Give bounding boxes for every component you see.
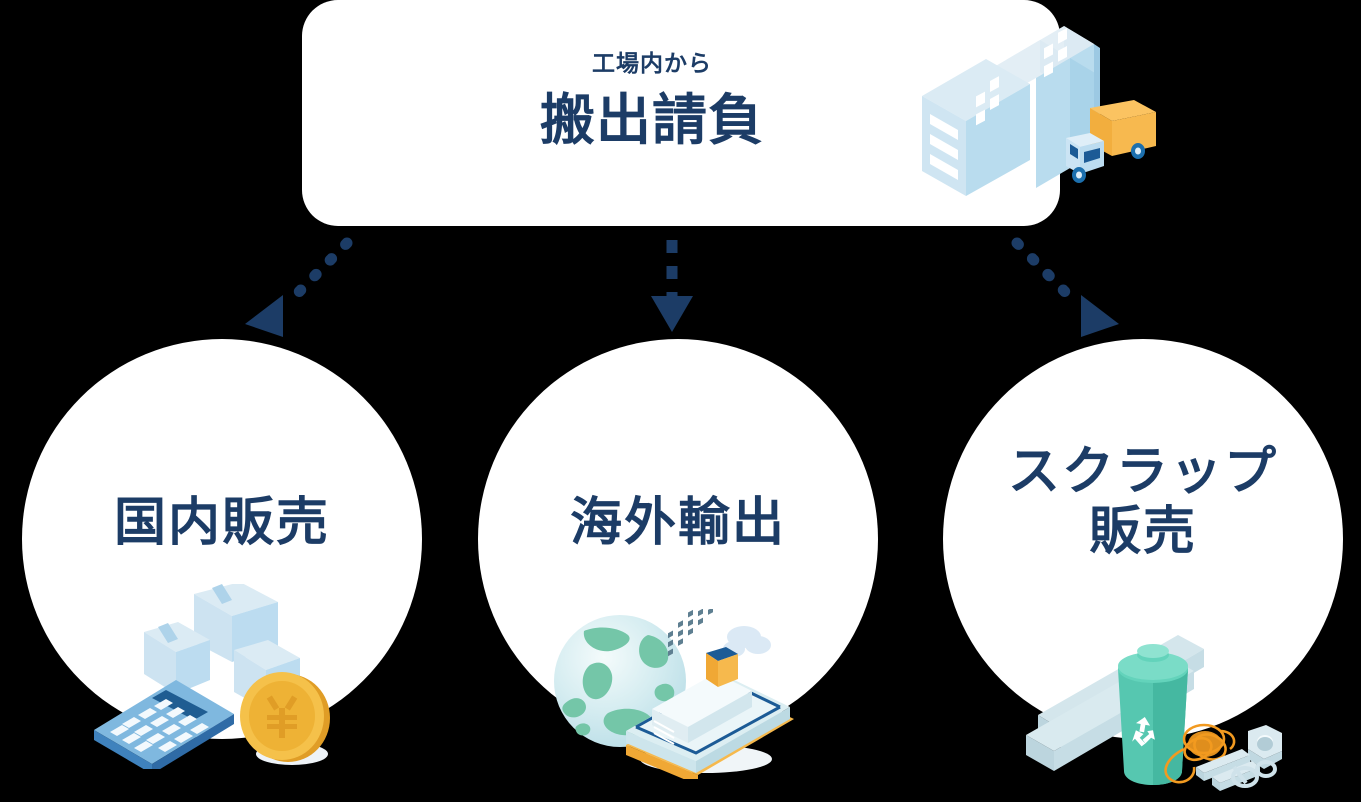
branch-label-domestic: 国内販売 <box>22 494 422 554</box>
truck-icon <box>1066 100 1156 183</box>
factory-truck-icon <box>922 26 1156 196</box>
top-card: 工場内から 搬出請負 <box>302 0 1156 226</box>
calculator-boxes-yen-coin-icon <box>94 584 330 769</box>
branch-circle-export: 海外輸出 <box>478 339 878 779</box>
branch-label-line: 販売 <box>1088 502 1197 561</box>
arrow-to-export <box>651 240 693 332</box>
branch-label-line: 海外輸出 <box>569 494 786 552</box>
arrow-to-domestic <box>245 237 353 337</box>
branch-circle-scrap: スクラップ 販売 <box>943 339 1343 791</box>
scrap-metal-recycle-bin-icon <box>1026 635 1282 791</box>
branch-label-line: スクラップ <box>1007 443 1278 501</box>
branch-label-line: 国内販売 <box>113 494 330 552</box>
top-card-title: 搬出請負 <box>539 89 764 151</box>
top-card-text-block: 工場内から 搬出請負 <box>302 52 1002 148</box>
top-card-eyebrow: 工場内から <box>592 50 712 76</box>
branch-label-scrap: スクラップ 販売 <box>943 443 1343 563</box>
branch-label-export: 海外輸出 <box>478 494 878 554</box>
branch-circle-domestic: 国内販売 <box>22 339 422 769</box>
arrow-to-scrap <box>1011 237 1119 337</box>
globe-cargo-ship-icon <box>554 609 794 779</box>
